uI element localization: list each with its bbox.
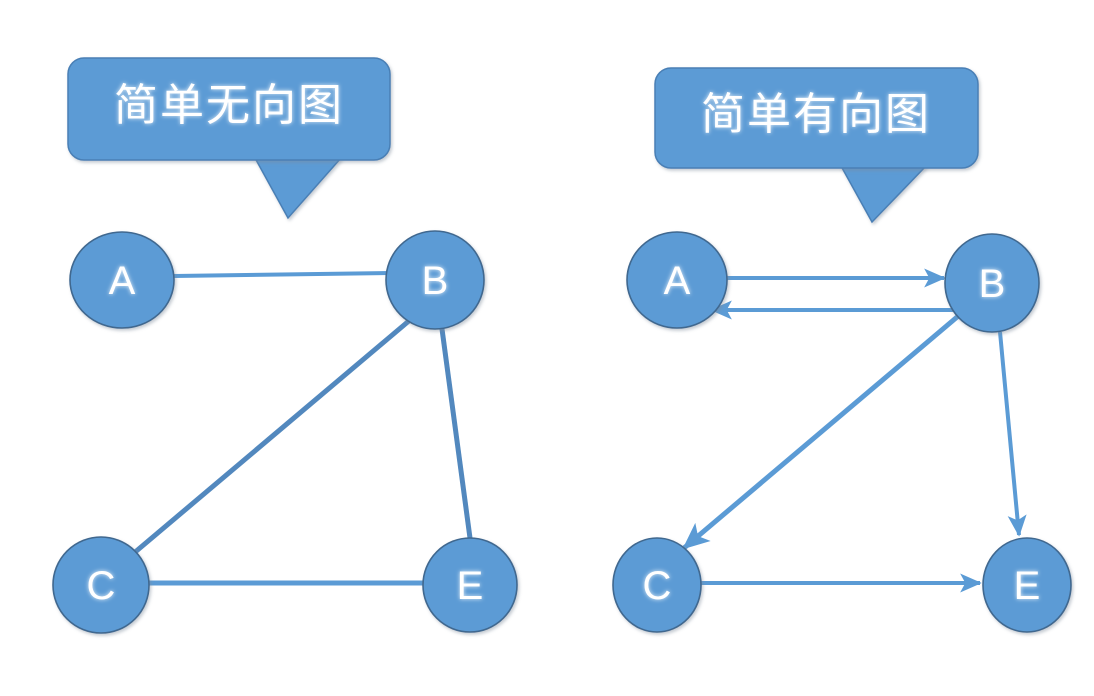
node-directed-B[interactable]: B [944, 233, 1040, 333]
nodes-layer: A B C E A B C E [52, 230, 1072, 634]
node-shape-E [982, 537, 1072, 633]
node-shape-C [612, 537, 702, 633]
panel-directed-edges [682, 268, 1027, 593]
edge-directed-B-E [998, 331, 1027, 537]
node-label-E: E [457, 564, 484, 608]
node-shape-E [422, 537, 518, 633]
edge-undirected-B-C [132, 318, 412, 555]
node-shape-B [944, 233, 1040, 333]
callout-directed[interactable]: 简单有向图 [654, 67, 979, 224]
edge-undirected-A-B [173, 271, 391, 278]
node-shape-A [626, 231, 728, 329]
node-label-E: E [1014, 564, 1041, 608]
node-directed-C[interactable]: C [612, 537, 702, 633]
callout-box-directed [654, 67, 979, 169]
node-shape-B [385, 230, 485, 330]
edges-layer [132, 268, 1027, 593]
node-label-C: C [643, 564, 672, 608]
node-undirected-C[interactable]: C [52, 536, 150, 634]
callout-label-directed: 简单有向图 [701, 90, 931, 139]
panel-directed-nodes: A B C E [612, 231, 1072, 633]
callout-tail-undirected [253, 157, 343, 220]
node-undirected-B[interactable]: B [385, 230, 485, 330]
panel-undirected-edges [132, 271, 473, 586]
node-shape-C [52, 536, 150, 634]
callout-box-undirected [67, 57, 391, 161]
node-undirected-A[interactable]: A [69, 231, 175, 329]
callout-tail-directed [839, 165, 928, 224]
node-directed-A[interactable]: A [626, 231, 728, 329]
node-shape-A [69, 231, 175, 329]
node-directed-E[interactable]: E [982, 537, 1072, 633]
node-label-C: C [87, 564, 116, 608]
callout-undirected[interactable]: 简单无向图 [67, 57, 391, 220]
node-label-B: B [422, 259, 449, 303]
callouts-layer: 简单无向图 简单有向图 [67, 57, 979, 224]
edge-directed-B-C [682, 310, 965, 550]
node-label-A: A [109, 259, 136, 303]
edge-undirected-B-E [439, 328, 473, 539]
callout-label-undirected: 简单无向图 [114, 81, 344, 130]
node-undirected-E[interactable]: E [422, 537, 518, 633]
node-label-A: A [664, 259, 691, 303]
panel-undirected-nodes: A B C E [52, 230, 518, 634]
node-label-B: B [979, 262, 1006, 306]
